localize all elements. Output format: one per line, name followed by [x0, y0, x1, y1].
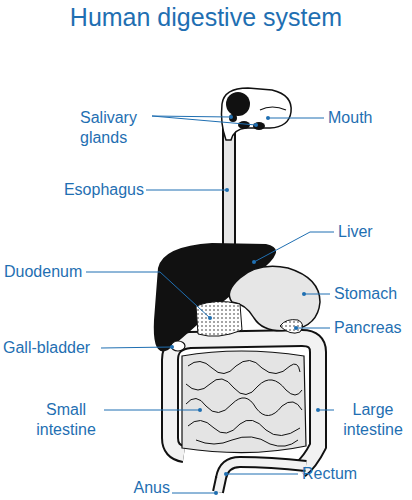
part-label: Pancreas: [334, 318, 410, 338]
part-label: Duodenum: [4, 262, 88, 282]
rectum: [218, 462, 306, 492]
part-label: Large intestine: [337, 400, 409, 440]
part-label: Salivary glands: [80, 108, 152, 148]
part-label: Esophagus: [44, 180, 144, 200]
stomach-shape: [229, 266, 320, 330]
large-intestine-outline: [170, 338, 318, 470]
gall-bladder-shape: [171, 341, 185, 351]
part-label: Liver: [338, 222, 408, 242]
mouth-shape: [222, 88, 292, 140]
leader-lines: [86, 116, 334, 493]
salivary-gland: [238, 121, 250, 129]
oral-cavity: [226, 92, 250, 116]
title: Human digestive system: [0, 2, 412, 32]
tongue: [260, 107, 286, 110]
salivary-gland: [253, 122, 265, 130]
part-label: Stomach: [334, 284, 410, 304]
small-intestine: [182, 351, 306, 453]
leader-dots: [170, 115, 320, 495]
intestine-loops: [186, 360, 302, 446]
part-label: Anus: [100, 478, 170, 498]
part-label: Mouth: [328, 108, 408, 128]
large-intestine: [170, 338, 318, 470]
rectum-outline: [218, 462, 306, 492]
part-label: Gall-bladder: [3, 338, 101, 358]
duodenum-shape: [196, 301, 242, 336]
part-label: Small intestine: [30, 400, 102, 440]
salivary-gland: [229, 114, 237, 122]
pancreas-shape: [280, 320, 303, 334]
part-label: Rectum: [302, 464, 408, 484]
